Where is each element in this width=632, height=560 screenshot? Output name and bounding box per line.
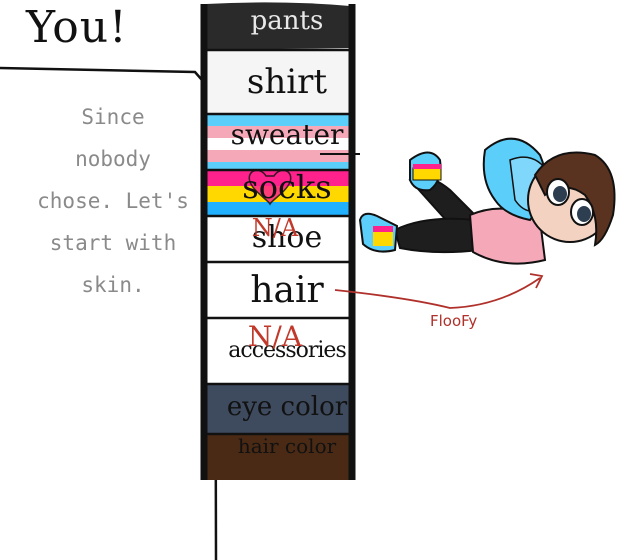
pants-label: pants	[250, 6, 324, 36]
hair-annotation-note: FlooFy	[430, 312, 478, 330]
shoe-label: shoe	[251, 220, 323, 255]
shoe-cell[interactable]	[204, 216, 352, 262]
sweater-cell[interactable]	[204, 114, 352, 170]
sweater-label: sweater	[230, 118, 344, 151]
accessories-label: accessories	[228, 338, 346, 363]
hair-label: hair	[250, 270, 324, 311]
socks-label: socks	[242, 168, 332, 206]
arrow-annotation	[334, 273, 544, 309]
character-figure	[358, 137, 616, 265]
card-line: nobody	[75, 147, 151, 171]
eye-color-label: eye color	[226, 392, 348, 422]
hair-color-cell[interactable]	[204, 434, 352, 480]
card-line: Since	[81, 105, 145, 129]
accessories-na-mark: N/A	[247, 320, 303, 353]
heart-icon	[248, 169, 292, 206]
card-line: skin.	[81, 273, 145, 297]
card-line: start with	[49, 231, 177, 255]
shirt-cell[interactable]	[204, 50, 352, 114]
clothing-column: pants shirt sweater socks shoe N/A hair …	[200, 0, 360, 480]
info-card-text: Since nobody chose. Let's start with ski…	[28, 96, 198, 306]
column-backgrounds	[200, 2, 360, 480]
card-line: chose. Let's	[37, 189, 189, 213]
eye-color-cell[interactable]	[204, 384, 352, 434]
pants-cell[interactable]	[204, 2, 350, 50]
page-title: You!	[26, 2, 128, 53]
shoe-na-mark: N/A	[251, 214, 299, 242]
shirt-label: shirt	[246, 62, 328, 102]
hair-color-label: hair color	[237, 434, 337, 458]
accessories-cell[interactable]	[204, 318, 352, 384]
hair-cell[interactable]	[204, 262, 352, 318]
